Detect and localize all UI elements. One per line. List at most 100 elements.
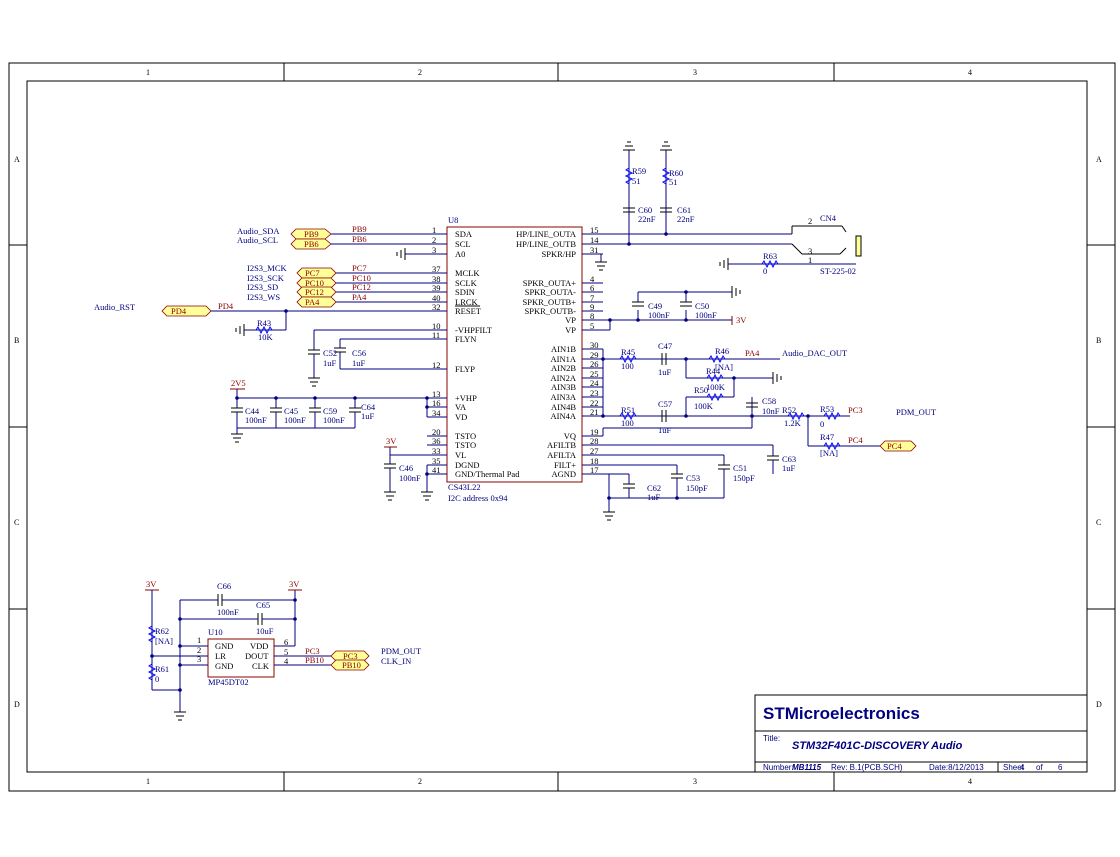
- u8-pin-name: VP: [565, 325, 576, 335]
- r50-ref: R50: [694, 385, 708, 395]
- col-label-bottom: 1: [146, 777, 150, 786]
- u8-pin-name: SCL: [455, 239, 471, 249]
- net-2v5: 2V5: [231, 378, 246, 388]
- c58-val: 10nF: [762, 406, 780, 416]
- u8-pin-name: SPKR/HP: [542, 249, 577, 259]
- c49-val: 100nF: [648, 310, 670, 320]
- sheet-frame: [8, 62, 1116, 792]
- r46-val: [NA]: [715, 362, 733, 372]
- r45-ref: R45: [621, 347, 635, 357]
- c46-val: 100nF: [399, 473, 421, 483]
- r53-ref: R53: [820, 404, 834, 414]
- u8-pin-name: HP/LINE_OUTB: [516, 239, 576, 249]
- u10-part: MP45DT02: [208, 677, 249, 687]
- net-pb6: PB6: [352, 234, 367, 244]
- signal-audio-sda: Audio_SDA: [237, 226, 280, 236]
- c50-ref: C50: [695, 301, 709, 311]
- r63-val: 0: [763, 266, 767, 276]
- u8-pin-name: AIN1A: [551, 354, 577, 364]
- c66-val: 100nF: [217, 607, 239, 617]
- digital-supply: 3V C46 100nF: [384, 435, 447, 501]
- u8-pin-name: AIN2A: [551, 373, 577, 383]
- u8-pin-number: 18: [590, 456, 599, 466]
- c53-val: 150pF: [686, 483, 708, 493]
- u8-pin-number: 11: [432, 330, 440, 340]
- c56-val: 1uF: [352, 358, 366, 368]
- u8-pin-number: 10: [432, 321, 441, 331]
- u8-pin-number: 20: [432, 427, 441, 437]
- u8-pin-number: 13: [432, 389, 441, 399]
- cn4-pin: 2: [808, 216, 812, 226]
- u8-pin-number: 26: [590, 359, 599, 369]
- u8-pin-name: VA: [455, 402, 467, 412]
- sheet-of-label: of: [1036, 763, 1043, 772]
- c60-ref: C60: [638, 205, 652, 215]
- u8-pin-number: 17: [590, 465, 599, 475]
- r43-val: 10K: [258, 332, 274, 342]
- c57-val: 1uF: [658, 425, 672, 435]
- r61-val: 0: [155, 674, 159, 684]
- r51-val: 100: [621, 418, 634, 428]
- signal-pdm-out: PDM_OUT: [896, 407, 937, 417]
- date: Date:8/12/2013: [929, 763, 984, 772]
- r44-val: 100K: [706, 382, 726, 392]
- u8-pin-number: 12: [432, 360, 441, 370]
- r43-ref: R43: [257, 318, 271, 328]
- u8-pin-name: GND/Thermal Pad: [455, 469, 520, 479]
- r45-val: 100: [621, 361, 634, 371]
- u8-pin-name: SPKR_OUTB-: [525, 306, 577, 316]
- r61-ref: R61: [155, 664, 169, 674]
- u8-pin-number: 19: [590, 427, 599, 437]
- u10-pin-num: 6: [284, 637, 288, 647]
- u10-pin-name: CLK: [252, 661, 270, 671]
- net-3v-a: 3V: [146, 579, 157, 589]
- r46-ref: R46: [715, 346, 729, 356]
- port-pd4-label: PD4: [171, 306, 187, 316]
- company-name: STMicroelectronics: [763, 704, 920, 723]
- r62-val: [NA]: [155, 636, 173, 646]
- col-label-top: 1: [146, 68, 150, 77]
- port-pd4: [161, 305, 212, 317]
- u8-pin-number: 23: [590, 388, 599, 398]
- col-label-bottom: 4: [968, 777, 972, 786]
- row-label-right: B: [1096, 336, 1101, 345]
- net-3v-vp: 3V: [736, 315, 747, 325]
- revision: Rev: B.1(PCB.SCH): [831, 763, 903, 772]
- net-pb10-u10: PB10: [305, 655, 324, 665]
- signal-audio-rst: Audio_RST: [94, 302, 136, 312]
- u8-pin-number: 21: [590, 407, 599, 417]
- u8-pin-number: 30: [590, 340, 599, 350]
- r52-ref: R52: [782, 405, 796, 415]
- row-label-right: A: [1096, 155, 1102, 164]
- u8-pin-number: 2: [432, 235, 436, 245]
- r63-ref: R63: [763, 251, 777, 261]
- r59-ref: R59: [632, 166, 646, 176]
- port-pa4: [296, 296, 337, 308]
- port-pc3-label: PC3: [343, 651, 358, 661]
- u8-pin-name: LRCK: [455, 297, 479, 307]
- signal-i2s3-sd: I2S3_SD: [247, 282, 278, 292]
- c44-val: 100nF: [245, 415, 267, 425]
- u10-pin-num: 1: [197, 635, 201, 645]
- net-pc10: PC10: [352, 273, 371, 283]
- c47-val: 1uF: [658, 367, 672, 377]
- col-label-top: 2: [418, 68, 422, 77]
- u8-pin-name: FILT+: [554, 460, 576, 470]
- u8-pin-number: 15: [590, 225, 599, 235]
- u8-pin-name: VQ: [564, 431, 576, 441]
- net-pb9: PB9: [352, 224, 367, 234]
- u8-pin-number: 14: [590, 235, 599, 245]
- c65-ref: C65: [256, 600, 270, 610]
- u8-pin-name: VD: [455, 412, 467, 422]
- r52-val: 1.2K: [784, 418, 802, 428]
- sheet-label: Sheet: [1003, 763, 1025, 772]
- u10-pin-name: GND: [215, 641, 233, 651]
- u8-part: CS43L22: [448, 482, 481, 492]
- u10-pin-num: 2: [197, 645, 201, 655]
- port-pc10-label: PC10: [305, 278, 324, 288]
- c64-ref: C64: [361, 402, 376, 412]
- cn4-pin: 3: [808, 246, 812, 256]
- c45-val: 100nF: [284, 415, 306, 425]
